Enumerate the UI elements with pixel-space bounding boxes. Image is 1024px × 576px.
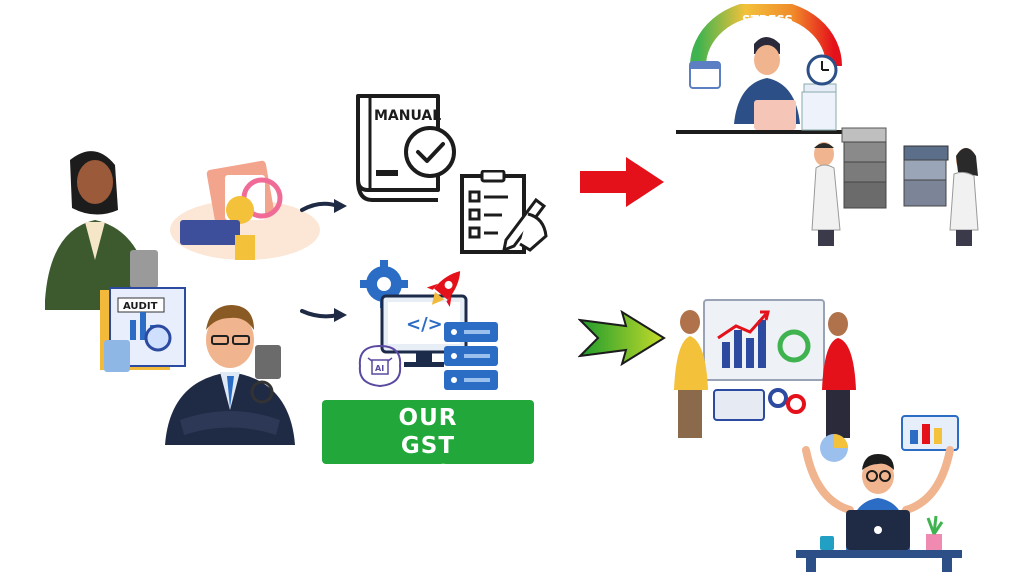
overloaded-workers-illustration: [811, 127, 979, 246]
accountants-illustration: AUDIT: [45, 151, 320, 445]
arrow-to-analyser-icon: [300, 308, 347, 322]
audit-label: AUDIT: [123, 301, 158, 312]
stress-label: STRESS: [742, 13, 793, 27]
gst-analyser-button-line2: GST ANALYSER>: [347, 433, 509, 487]
analytics-team-illustration: [674, 299, 856, 438]
code-icon: </>: [406, 314, 443, 335]
arrow-to-manual-icon: [300, 199, 347, 213]
red-arrow-icon: [580, 157, 664, 207]
checklist-icon: [460, 170, 548, 254]
stress-scene-illustration: STRESS: [676, 4, 856, 134]
manual-book-icon: MANUAL: [356, 94, 456, 202]
gst-analyser-button-line1: OUR: [398, 405, 458, 431]
gst-analyser-button[interactable]: OUR GST ANALYSER>: [322, 400, 534, 487]
manual-label: MANUAL: [374, 108, 441, 124]
green-arrow-icon: [578, 310, 666, 366]
happy-user-illustration: [796, 415, 962, 572]
gst-analyser-tech-illustration: </> AI: [358, 260, 498, 390]
ai-chip-label: AI: [375, 364, 384, 373]
